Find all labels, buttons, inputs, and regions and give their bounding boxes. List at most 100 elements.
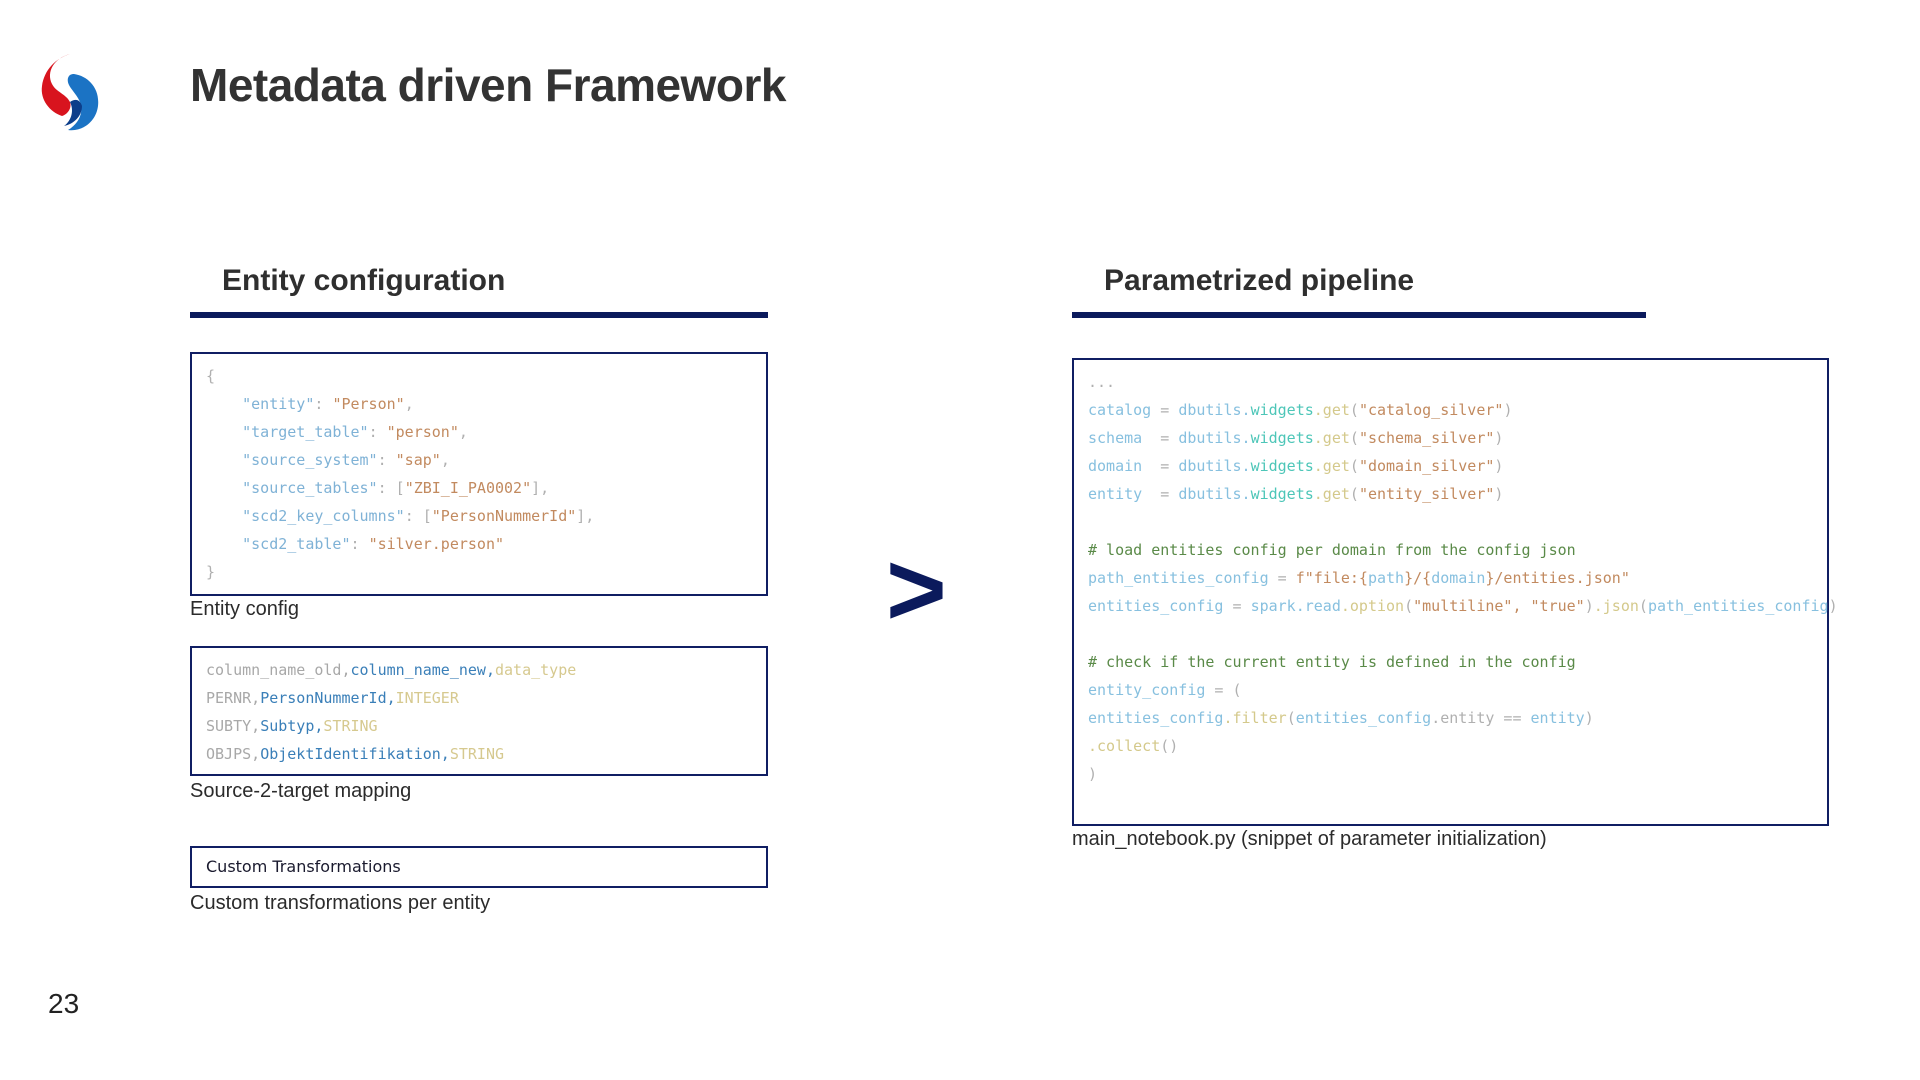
- code-line: entities_config = spark.read.option("mul…: [1088, 592, 1838, 620]
- code-token: ,: [440, 451, 450, 469]
- code-token: =: [1151, 429, 1179, 447]
- code-token: "domain_silver": [1358, 457, 1495, 475]
- mapping-box: column_name_old,column_name_new,data_typ…: [190, 646, 768, 776]
- code-token: entities_config: [1088, 597, 1224, 615]
- code-token: ): [1494, 429, 1504, 447]
- code-token: :: [368, 423, 387, 441]
- entity-config-box: { "entity": "Person", "target_table": "p…: [190, 352, 768, 596]
- code-token: (: [1349, 429, 1359, 447]
- code-token: "catalog_silver": [1358, 401, 1504, 419]
- code-token: : [: [404, 507, 432, 525]
- code-token: .filter: [1223, 709, 1287, 727]
- code-token: path_entities_config: [1088, 569, 1269, 587]
- code-token: domain: [1431, 569, 1486, 587]
- code-token: "Person": [332, 395, 405, 413]
- code-token: "person": [386, 423, 459, 441]
- code-token: # load entities config per domain from t…: [1088, 541, 1576, 559]
- code-line: }: [206, 558, 752, 586]
- pipeline-code-box: ...catalog = dbutils.widgets.get("catalo…: [1072, 358, 1838, 826]
- code-token: column_name_old,: [206, 661, 351, 679]
- code-token: (: [1404, 597, 1414, 615]
- code-line: entities_config.filter(entities_config.e…: [1088, 704, 1813, 732]
- parametrized-pipeline-heading: Parametrized pipeline: [1072, 262, 1646, 318]
- mapping-caption: Source-2-target mapping: [190, 780, 412, 802]
- code-token: (: [1638, 597, 1648, 615]
- code-token: entities_config: [1295, 709, 1432, 727]
- code-line: "scd2_key_columns": ["PersonNummerId"],: [206, 502, 752, 530]
- code-token: .get: [1313, 401, 1350, 419]
- code-token: (: [1286, 709, 1296, 727]
- code-line: "source_system": "sap",: [206, 446, 752, 474]
- code-token: dbutils.: [1178, 401, 1251, 419]
- entity-config-code: { "entity": "Person", "target_table": "p…: [192, 354, 766, 594]
- code-token: entity: [1088, 485, 1152, 503]
- code-token: "sap": [395, 451, 441, 469]
- code-token: ): [1828, 597, 1838, 615]
- code-token: ): [1494, 457, 1504, 475]
- code-token: ): [1088, 765, 1098, 783]
- arrow-icon: >: [886, 532, 947, 648]
- code-token: PersonNummerId,: [260, 689, 396, 707]
- code-token: }: [206, 563, 216, 581]
- code-token: .get: [1313, 429, 1350, 447]
- code-line: entity = dbutils.widgets.get("entity_sil…: [1088, 480, 1813, 508]
- code-token: .collect: [1088, 737, 1161, 755]
- code-line: {: [206, 362, 752, 390]
- code-token: "schema_silver": [1358, 429, 1495, 447]
- code-token: (: [1349, 457, 1359, 475]
- code-token: SUBTY,: [206, 717, 261, 735]
- code-token: ],: [576, 507, 595, 525]
- code-token: =: [1151, 457, 1179, 475]
- code-token: .json: [1593, 597, 1639, 615]
- code-token: "ZBI_I_PA0002": [404, 479, 532, 497]
- code-token: "silver.person": [368, 535, 505, 553]
- code-token: "entity": [206, 395, 315, 413]
- code-token: "multiline", "true": [1413, 597, 1585, 615]
- entity-config-caption: Entity config: [190, 598, 299, 620]
- code-token: "scd2_table": [206, 535, 351, 553]
- code-token: ...: [1088, 373, 1116, 391]
- code-token: .option: [1340, 597, 1405, 615]
- page-title: Metadata driven Framework: [190, 59, 786, 111]
- code-line: domain = dbutils.widgets.get("domain_sil…: [1088, 452, 1813, 480]
- code-token: ,: [458, 423, 468, 441]
- code-token: "target_table": [206, 423, 369, 441]
- code-token: .get: [1313, 457, 1350, 475]
- code-token: # check if the current entity is defined…: [1088, 653, 1576, 671]
- code-token: ): [1494, 485, 1504, 503]
- code-token: widgets: [1250, 429, 1314, 447]
- code-line: ): [1088, 760, 1813, 788]
- code-token: STRING: [449, 745, 505, 763]
- code-token: =: [1268, 569, 1296, 587]
- code-token: }/entities.json": [1485, 569, 1630, 587]
- code-token: :: [350, 535, 369, 553]
- code-line: PERNR,PersonNummerId,INTEGER: [206, 684, 752, 712]
- custom-transformations-label: Custom Transformations: [206, 857, 401, 876]
- code-line: "scd2_table": "silver.person": [206, 530, 752, 558]
- code-token: catalog: [1088, 401, 1152, 419]
- code-token: {: [206, 367, 216, 385]
- custom-transformations-box: Custom Transformations: [190, 846, 768, 888]
- code-token: entity_config: [1088, 681, 1206, 699]
- code-line: ...: [1088, 368, 1813, 396]
- code-token: STRING: [323, 717, 378, 735]
- code-token: ,: [404, 395, 414, 413]
- code-line: catalog = dbutils.widgets.get("catalog_s…: [1088, 396, 1813, 424]
- code-line: path_entities_config = f"file:{path}/{do…: [1088, 564, 1813, 592]
- code-token: :: [314, 395, 333, 413]
- code-line: entity_config = (: [1088, 676, 1813, 704]
- code-token: ObjektIdentifikation,: [260, 745, 450, 763]
- code-token: = (: [1205, 681, 1242, 699]
- code-token: dbutils.: [1178, 429, 1251, 447]
- code-token: column_name_new,: [350, 661, 496, 679]
- pipeline-code: ...catalog = dbutils.widgets.get("catalo…: [1074, 360, 1838, 796]
- code-token: =: [1151, 401, 1179, 419]
- code-token: path_entities_config: [1647, 597, 1829, 615]
- code-line: "source_tables": ["ZBI_I_PA0002"],: [206, 474, 752, 502]
- page-number: 23: [48, 988, 80, 1019]
- swisscom-logo: [41, 54, 99, 131]
- code-token: "entity_silver": [1358, 485, 1495, 503]
- code-token: widgets: [1250, 485, 1314, 503]
- code-token: "source_system": [206, 451, 378, 469]
- code-token: spark.read: [1250, 597, 1341, 615]
